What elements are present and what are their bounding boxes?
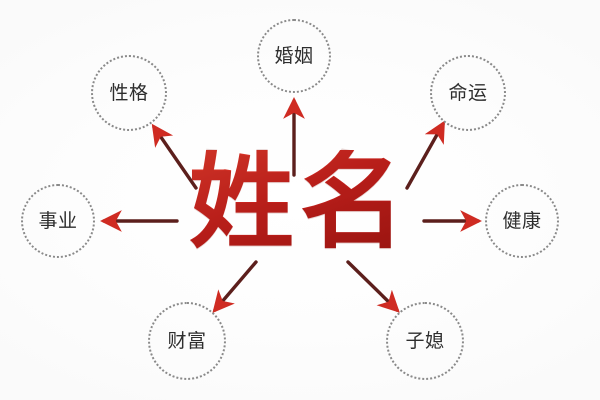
arrow-group (100, 97, 482, 314)
node-label-wealth: 财富 (167, 329, 207, 352)
node-career[interactable]: 事业 (21, 184, 95, 258)
arrow-to-children (346, 260, 400, 313)
center-node-name: 姓名 (175, 145, 425, 260)
arrow-to-personality (151, 123, 198, 190)
node-marriage[interactable]: 婚姻 (257, 19, 331, 93)
node-health[interactable]: 健康 (485, 184, 559, 258)
node-label-destiny: 命运 (448, 81, 488, 104)
node-label-marriage: 婚姻 (274, 44, 314, 67)
node-label-personality: 性格 (109, 81, 149, 104)
node-wealth[interactable]: 财富 (148, 302, 226, 380)
node-label-health: 健康 (502, 209, 542, 232)
node-personality[interactable]: 性格 (91, 55, 167, 131)
node-children[interactable]: 子媳 (386, 302, 464, 380)
arrow-to-destiny (405, 120, 445, 190)
center-label: 姓名 (188, 141, 411, 263)
node-label-career: 事业 (38, 209, 78, 232)
node-label-children: 子媳 (405, 329, 445, 352)
node-destiny[interactable]: 命运 (430, 55, 506, 131)
arrow-to-wealth (212, 260, 258, 314)
